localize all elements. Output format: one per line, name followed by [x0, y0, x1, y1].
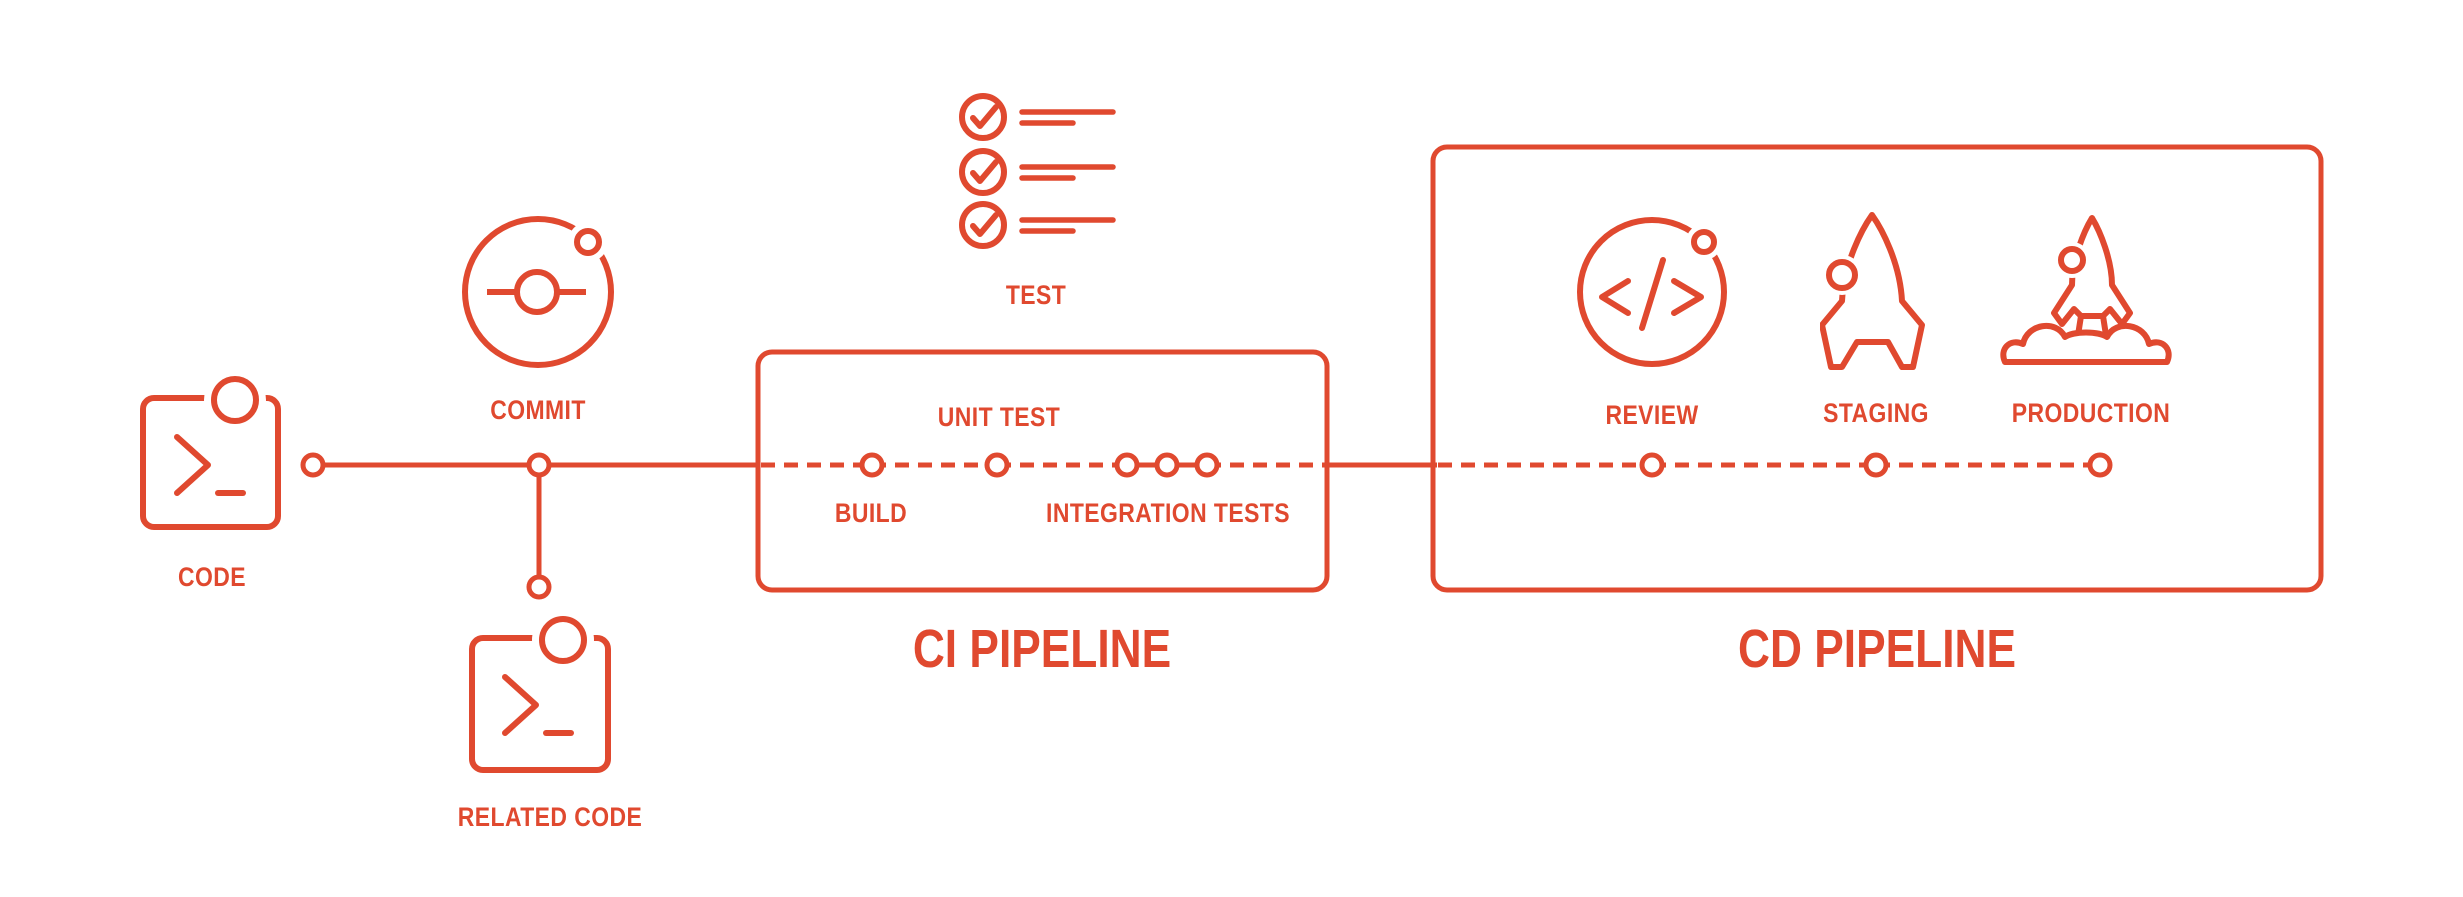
label-staging: STAGING [1823, 398, 1929, 428]
label-integration-tests: INTEGRATION TESTS [1046, 498, 1290, 528]
pipeline-node [859, 452, 885, 478]
pipeline-node [1114, 452, 1140, 478]
label-commit: COMMIT [490, 395, 586, 425]
pipeline-node [2087, 452, 2113, 478]
ci-pipeline-box [755, 349, 1330, 593]
cd-pipeline-title: CD PIPELINE [1737, 619, 2017, 679]
pipeline-node [984, 452, 1010, 478]
code-review-icon [1577, 217, 1727, 367]
pipeline-nodes [300, 452, 2113, 600]
rocket-icon [1820, 212, 1925, 370]
terminal-icon [469, 612, 611, 773]
label-production: PRODUCTION [2011, 398, 2171, 428]
label-unit-test: UNIT TEST [937, 402, 1061, 432]
ci-pipeline-title: CI PIPELINE [912, 619, 1172, 679]
pipeline-node [1194, 452, 1220, 478]
pipeline-node [300, 452, 326, 478]
commit-icon [462, 216, 614, 368]
pipeline-node [1639, 452, 1665, 478]
label-code: CODE [177, 562, 247, 592]
pipeline-node [1863, 452, 1889, 478]
pipeline-node [526, 452, 552, 478]
cd-pipeline-box [1430, 144, 2324, 593]
label-build: BUILD [834, 498, 908, 528]
checklist-icon [959, 93, 1116, 249]
label-related-code: RELATED CODE [457, 802, 643, 832]
rocket-launch-icon [2000, 215, 2172, 365]
pipeline-node [1154, 452, 1180, 478]
label-test: TEST [1005, 280, 1067, 310]
terminal-icon [140, 372, 281, 530]
pipeline-node [526, 574, 552, 600]
label-review: REVIEW [1605, 400, 1699, 430]
